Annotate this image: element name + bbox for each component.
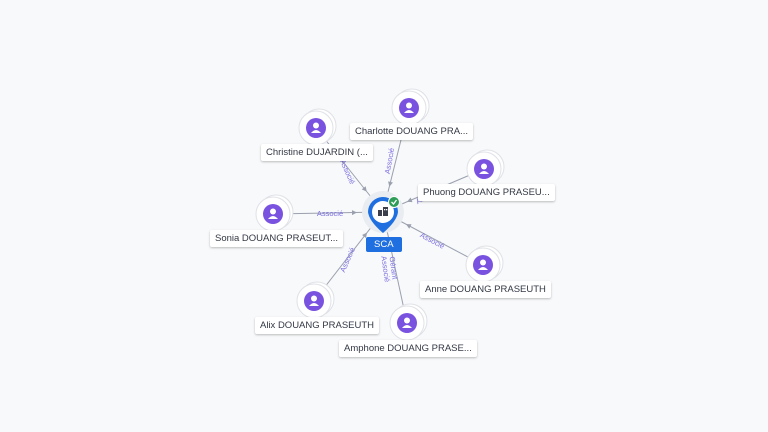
check-icon xyxy=(388,196,400,208)
node-alix[interactable] xyxy=(296,281,335,319)
edge-label: Associé xyxy=(419,230,446,250)
edge-label-group: Associé xyxy=(338,246,357,274)
node-label-christine[interactable]: Christine DUJARDIN (... xyxy=(261,144,373,161)
node-label-amphone[interactable]: Amphone DOUANG PRASE... xyxy=(339,340,477,357)
edge-label-group: Associé xyxy=(317,209,343,218)
center-node-label[interactable]: SCA xyxy=(366,237,402,252)
node-charlotte[interactable] xyxy=(391,88,430,126)
person-icon xyxy=(304,291,324,311)
edge-arrow xyxy=(361,186,367,192)
person-icon xyxy=(473,255,493,275)
node-label-sonia[interactable]: Sonia DOUANG PRASEUT... xyxy=(210,230,344,247)
node-christine[interactable] xyxy=(298,108,337,146)
edge-arrow xyxy=(362,232,368,239)
nodes-layer xyxy=(255,88,505,341)
node-label-alix[interactable]: Alix DOUANG PRASEUTH xyxy=(255,317,380,334)
node-amphone[interactable] xyxy=(389,303,428,341)
edge-label: Gérant xyxy=(387,256,399,281)
person-icon xyxy=(474,159,494,179)
node-label-charlotte[interactable]: Charlotte DOUANG PRA... xyxy=(350,123,473,140)
edge-arrow xyxy=(388,181,393,187)
edge-arrow xyxy=(351,210,358,216)
edge-label: Associé xyxy=(338,158,357,186)
person-icon xyxy=(399,98,419,118)
person-icon xyxy=(397,313,417,333)
edge-label: Associé xyxy=(383,147,396,174)
edge-label-group: Associé xyxy=(383,147,396,174)
edge-label-secondary: Associé xyxy=(379,255,392,282)
node-label-anne[interactable]: Anne DOUANG PRASEUTH xyxy=(420,281,551,298)
node-anne[interactable] xyxy=(465,245,504,283)
person-icon xyxy=(306,118,326,138)
edge-label-group: Associé xyxy=(419,230,446,250)
edge-label: Associé xyxy=(338,246,357,274)
person-icon xyxy=(263,204,283,224)
center-node[interactable] xyxy=(362,191,404,233)
edge-label: Associé xyxy=(317,209,343,218)
edge-arrow xyxy=(405,224,412,229)
node-label-phuong[interactable]: Phuong DOUANG PRASEU... xyxy=(418,184,555,201)
node-phuong[interactable] xyxy=(466,149,505,187)
edge-arrow xyxy=(406,197,413,203)
company-icon xyxy=(378,207,388,216)
edge-label-group: Associé xyxy=(338,158,357,186)
node-sonia[interactable] xyxy=(255,194,294,232)
